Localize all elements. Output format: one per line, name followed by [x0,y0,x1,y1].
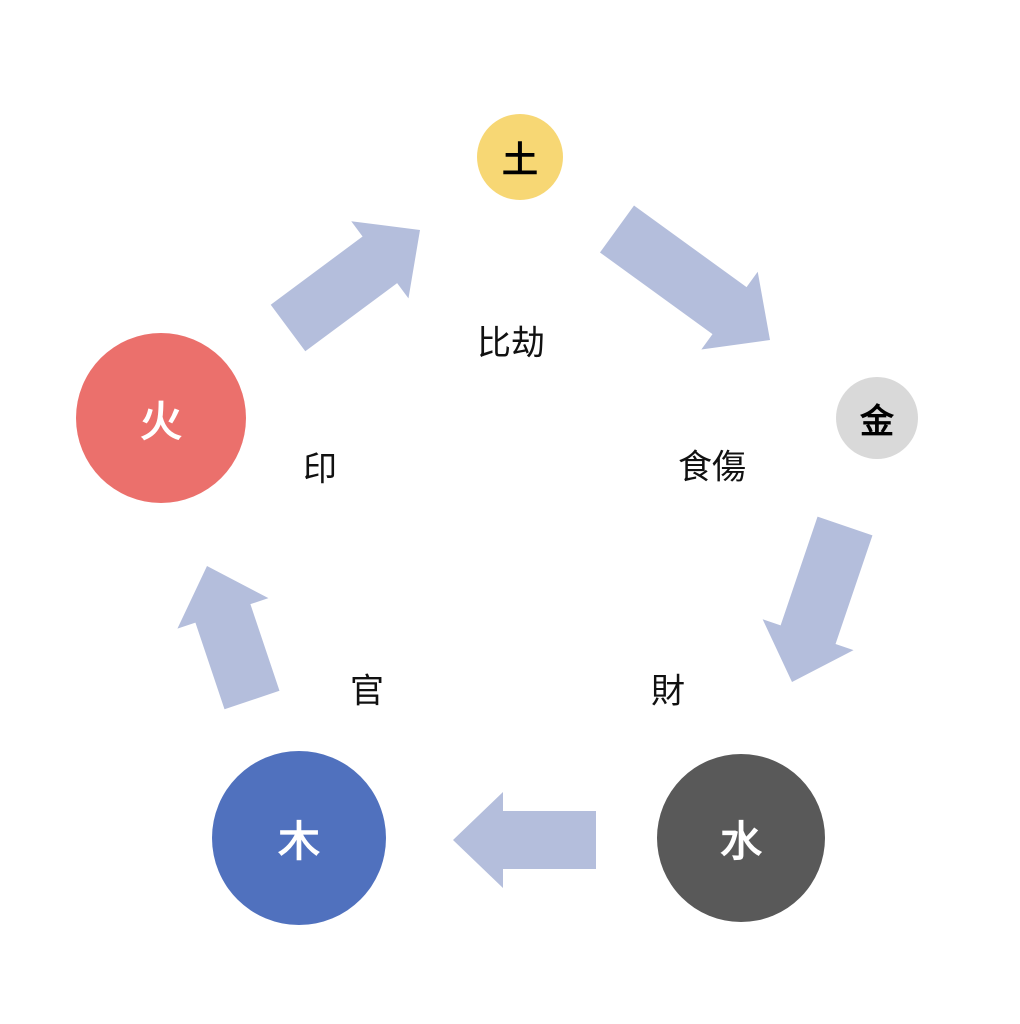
relation-wealth: 財 [651,671,685,712]
node-metal-label: 金 [860,401,894,442]
node-metal: 金 [836,377,918,459]
arrow-fire-to-earth [270,221,421,352]
relation-output: 食傷 [678,447,746,488]
node-earth-label: 土 [501,140,538,181]
node-wood: 木 [212,751,386,925]
relation-peer: 比劫 [477,323,545,364]
node-water: 水 [657,754,825,922]
node-earth: 土 [477,114,563,200]
node-fire: 火 [76,333,246,503]
arrow-earth-to-metal [599,205,771,350]
arrow-water-to-wood [453,792,596,888]
relation-officer: 官 [350,671,384,712]
arrow-metal-to-water [762,516,873,682]
node-water-label: 水 [719,816,762,866]
node-wood-label: 木 [277,816,320,866]
node-fire-label: 火 [139,396,182,446]
relation-resource: 印 [303,449,337,490]
arrow-wood-to-fire [177,566,280,710]
